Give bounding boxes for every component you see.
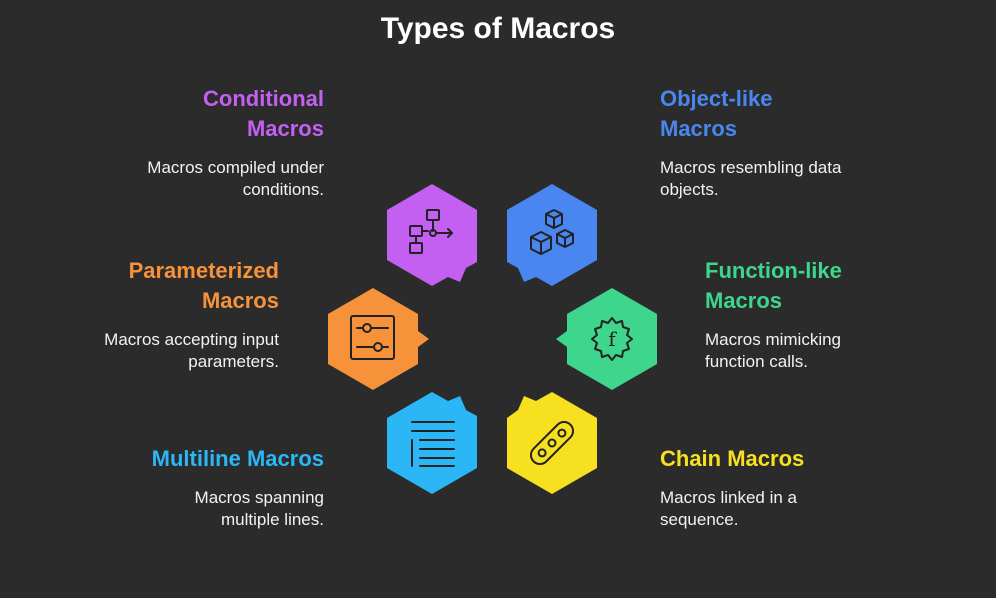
label-multiline: Multiline Macros [151,446,324,471]
chain-link-icon [529,420,575,466]
label-chain: Chain Macros [660,446,805,471]
hexagon-object-like [507,184,597,286]
text-lines-icon [411,421,455,467]
diagram-title: Types of Macros [380,12,616,45]
hexagon-function-like [556,288,657,390]
flowchart-icon [409,209,453,254]
svg-text:f: f [608,327,617,351]
hexagon-multiline [387,392,477,494]
cubes-icon [530,209,574,255]
function-gear-icon: f [591,317,633,361]
hexagon-parameterized [328,288,429,390]
hexagon-chain [507,392,597,494]
sliders-icon [350,315,395,360]
